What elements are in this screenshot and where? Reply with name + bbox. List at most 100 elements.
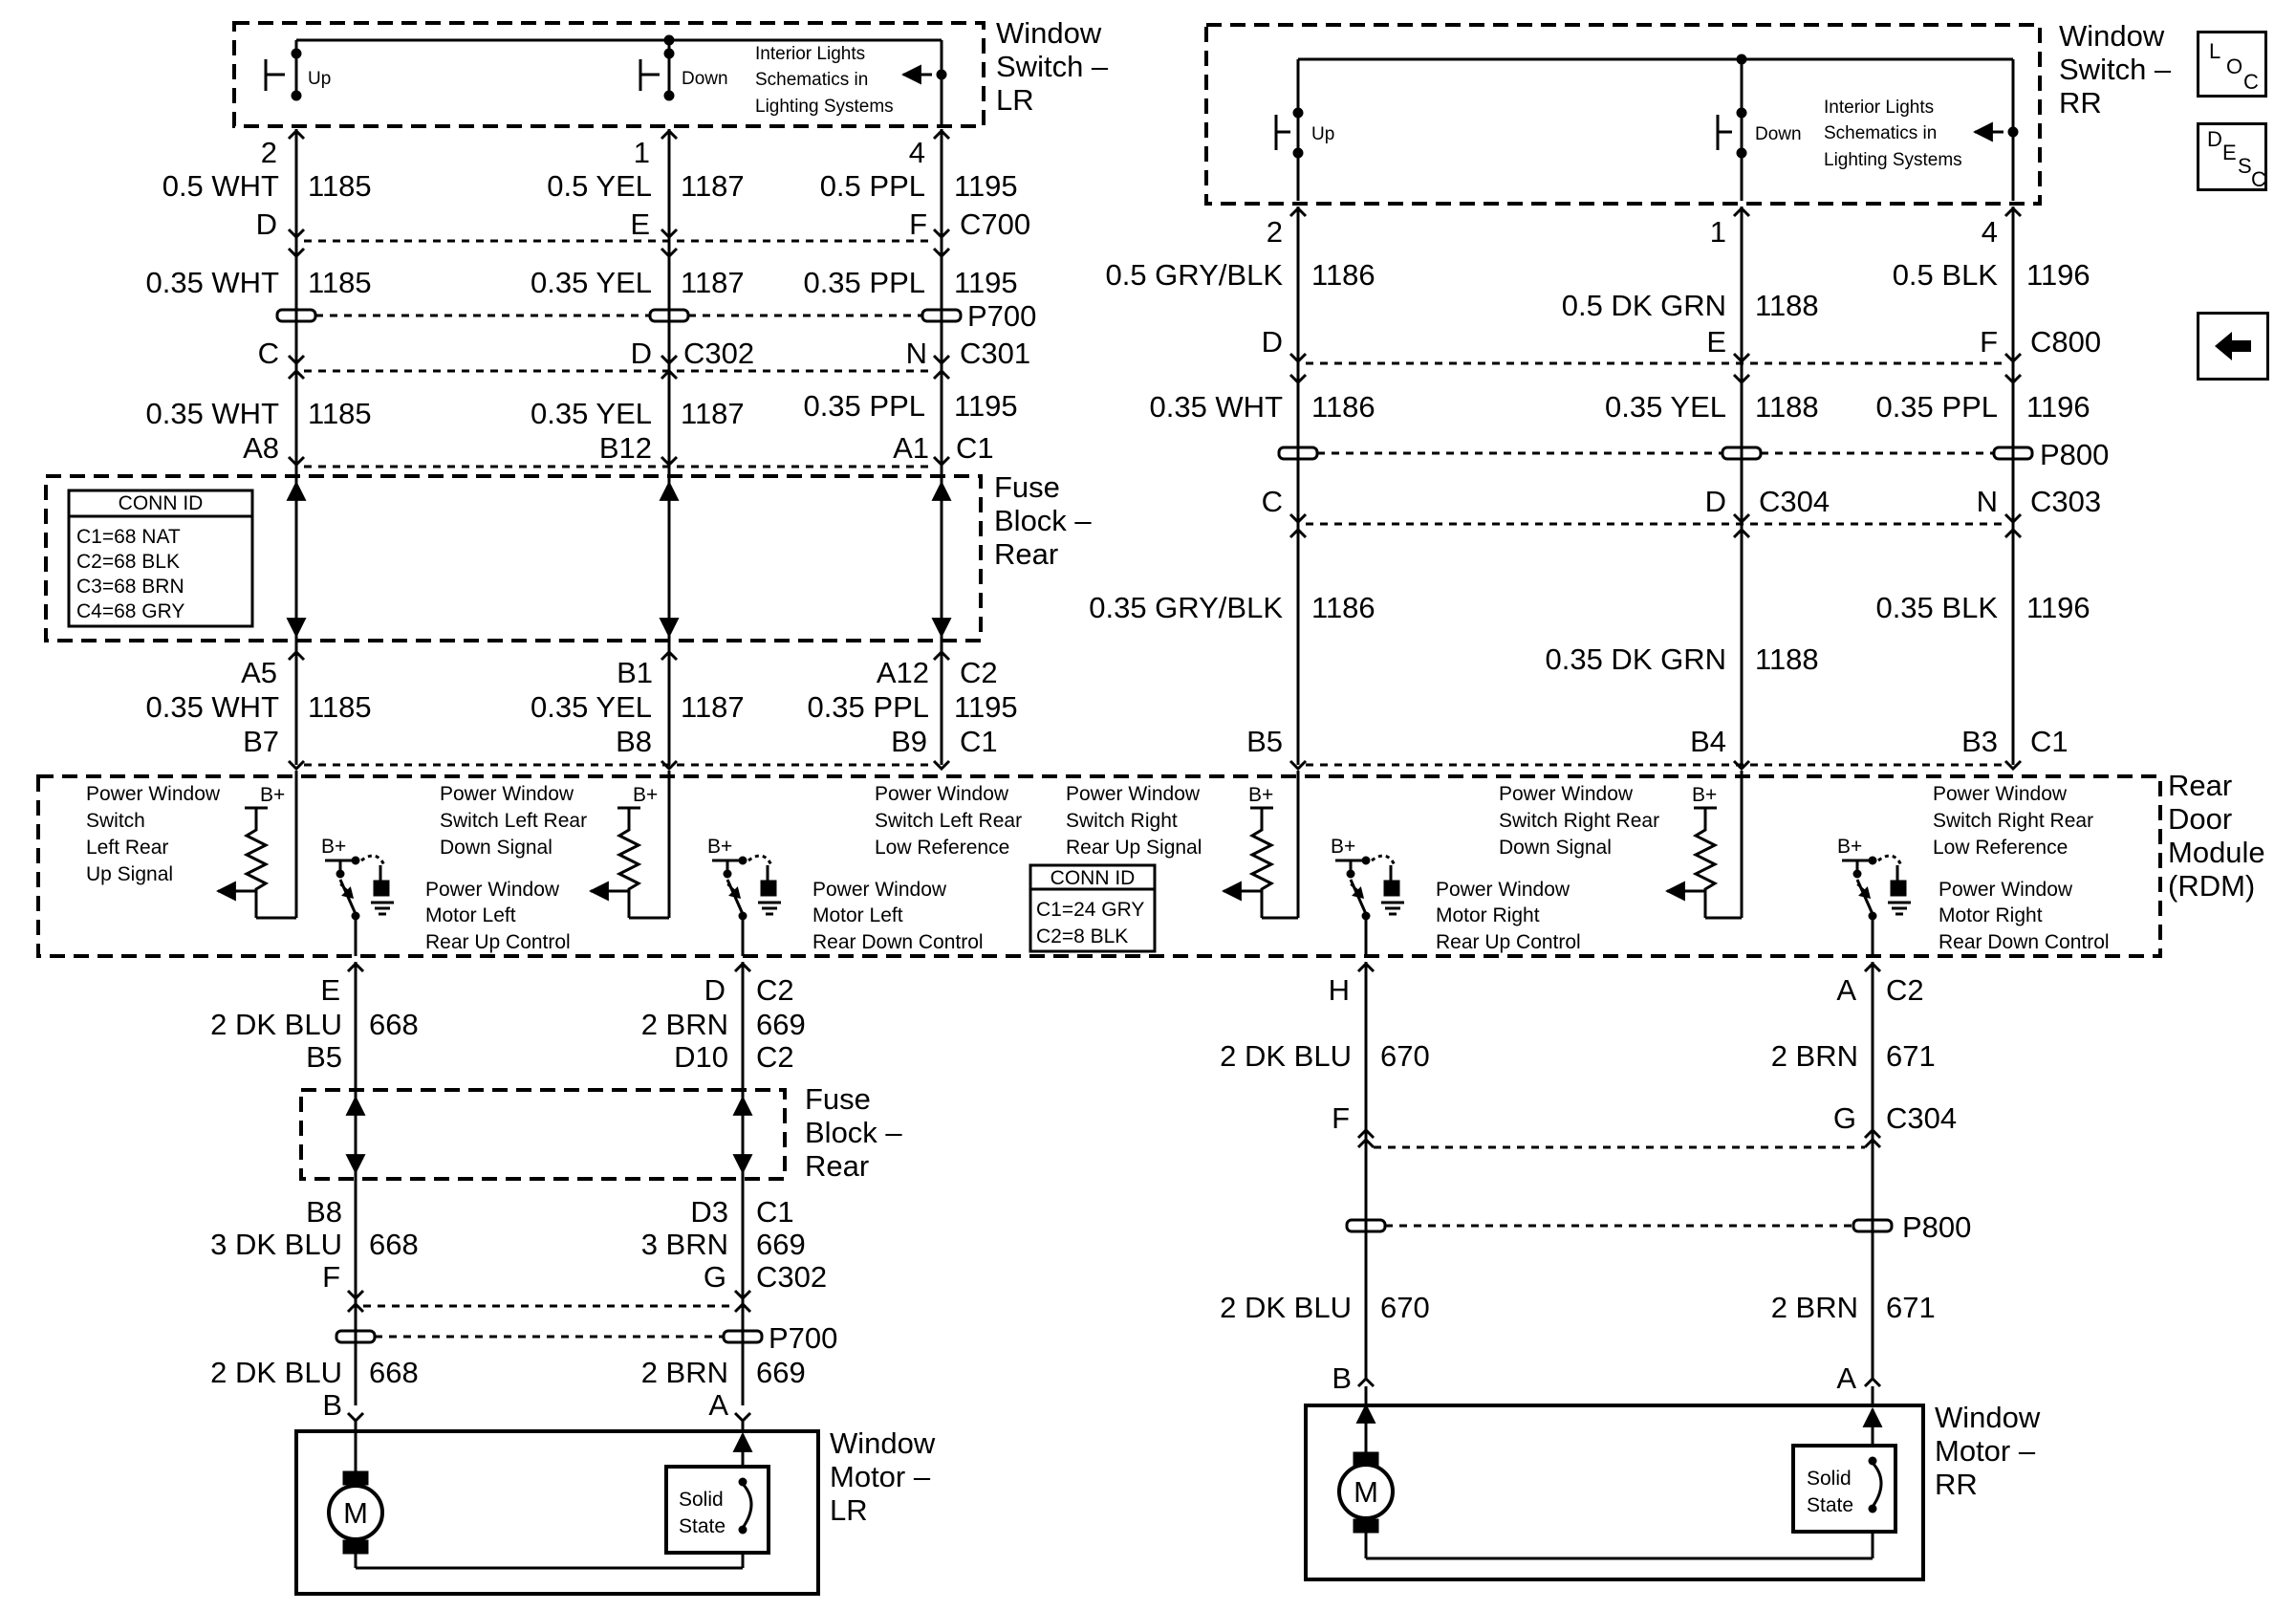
wire-label: 2 DK BLU (210, 1008, 342, 1041)
circuit-number: 1185 (308, 169, 372, 203)
connector-label: C302 (756, 1260, 827, 1294)
rdm-label: Down Signal (1499, 837, 1612, 859)
rdm-label: Switch Right (1066, 810, 1178, 832)
wire-label: 0.35 YEL (1605, 390, 1726, 424)
connector-label: C1 (960, 725, 998, 758)
solid-state-label: State (1807, 1494, 1853, 1516)
rdm-label: Rear Down Control (812, 931, 984, 953)
connector-label: C2 (756, 973, 794, 1007)
splice-label: P800 (1902, 1210, 1971, 1244)
loc-letter: C (2243, 70, 2259, 94)
rdm-label: Rear Up Signal (1066, 837, 1202, 859)
loc-button[interactable]: L O C (2197, 31, 2267, 98)
wire-label: 0.35 BLK (1875, 591, 1998, 624)
rdm-label: Switch Right Rear (1499, 810, 1659, 832)
pin-label: F (909, 207, 927, 241)
desc-letter: C (2251, 167, 2266, 191)
connector-label: C304 (1886, 1101, 1957, 1135)
rr-window-motor (1304, 1403, 1925, 1581)
desc-button[interactable]: D E S C (2197, 122, 2267, 191)
circuit-number: 668 (369, 1228, 419, 1261)
rdm-label: Down Signal (440, 837, 552, 859)
lr-switch-down-label: Down (682, 69, 728, 89)
pin-label: B4 (1690, 725, 1726, 758)
wire-label: 2 DK BLU (210, 1356, 342, 1389)
lr-fuse-block-name: Fuse (994, 470, 1060, 504)
wire-label: 0.35 WHT (145, 397, 279, 430)
lr-conn-id-line: C3=68 BRN (76, 576, 184, 598)
rdm-label: Power Window (1939, 879, 2073, 901)
desc-letter: D (2207, 127, 2222, 151)
lr-conn-id-title: CONN ID (119, 492, 204, 514)
wire-label: 0.35 PPL (803, 389, 925, 423)
circuit-number: 1195 (954, 266, 1018, 299)
pin-label: A (1836, 1361, 1856, 1395)
rr-switch-up-label: Up (1311, 124, 1334, 144)
wire-label: 0.5 WHT (162, 169, 279, 203)
desc-letter: S (2238, 154, 2252, 178)
rr-motor-wires (1345, 961, 1894, 1404)
circuit-number: 1187 (681, 266, 745, 299)
rdm-label: Motor Left (425, 904, 516, 926)
lr-window-motor (294, 1429, 820, 1596)
pin-label: H (1329, 973, 1350, 1007)
rdm-label: Switch (86, 810, 145, 832)
pin-label: 4 (1982, 215, 1998, 249)
pin-label: G (1833, 1101, 1856, 1135)
lr-conn-id-line: C1=68 NAT (76, 526, 181, 548)
rdm-label: Power Window (1933, 783, 2068, 805)
wire-label: 2 DK BLU (1220, 1291, 1352, 1324)
rdm-label: Up Signal (86, 863, 173, 885)
bplus-label: B+ (1692, 784, 1717, 806)
pin-label: D (631, 337, 652, 370)
wire-label: 0.35 PPL (807, 690, 929, 724)
circuit-number: 1187 (681, 397, 745, 430)
circuit-number: 1187 (681, 690, 745, 724)
loc-letter: L (2209, 39, 2221, 63)
pin-label: F (322, 1260, 340, 1294)
rdm-name: Door (2168, 802, 2232, 836)
lr-fuse-block-name: Rear (994, 537, 1058, 571)
connector-label: C2 (1886, 973, 1924, 1007)
motor-icon: M (343, 1496, 368, 1530)
circuit-number: 671 (1886, 1039, 1936, 1073)
rdm-label: Switch Right Rear (1933, 810, 2093, 832)
wire-label: 2 BRN (641, 1356, 728, 1389)
rdm-label: Power Window (1499, 783, 1634, 805)
pin-label: B9 (891, 725, 927, 758)
lr-conn-id-line: C4=68 GRY (76, 600, 184, 622)
wire-label: 0.35 WHT (145, 690, 279, 724)
rr-switch-name: Switch – (2059, 53, 2172, 86)
bplus-label: B+ (1248, 784, 1273, 806)
bplus-label: B+ (321, 836, 346, 858)
fuse-block-name: Rear (805, 1149, 869, 1183)
circuit-number: 668 (369, 1008, 419, 1041)
motor-name: Motor – (830, 1460, 931, 1493)
loc-letter: O (2226, 54, 2243, 78)
pin-label: F (1332, 1101, 1350, 1135)
pin-label: E (1706, 325, 1726, 359)
circuit-number: 1187 (681, 169, 745, 203)
circuit-number: 670 (1380, 1291, 1430, 1324)
wire-label: 2 BRN (1771, 1039, 1858, 1073)
lr-window-switch (232, 21, 986, 128)
pin-label: N (1977, 485, 1998, 518)
pin-label: G (704, 1260, 726, 1294)
pin-label: A (1836, 973, 1856, 1007)
rr-connector-marks (1277, 206, 2034, 772)
back-button[interactable] (2197, 312, 2269, 381)
connector-label: C303 (2030, 485, 2101, 518)
pin-label: B8 (616, 725, 652, 758)
motor-name: Window (1935, 1401, 2041, 1434)
pin-label: C (1262, 485, 1283, 518)
rr-switch-note: Schematics in (1824, 123, 1937, 143)
bplus-label: B+ (633, 784, 658, 806)
motor-icon: M (1354, 1475, 1378, 1509)
connector-label: C2 (756, 1040, 794, 1074)
pin-label: B8 (306, 1195, 342, 1229)
circuit-number: 1188 (1755, 642, 1819, 676)
bplus-label: B+ (260, 784, 285, 806)
connector-label: C1 (2030, 725, 2069, 758)
splice-label: P700 (769, 1321, 837, 1355)
rdm-label: Power Window (425, 879, 560, 901)
